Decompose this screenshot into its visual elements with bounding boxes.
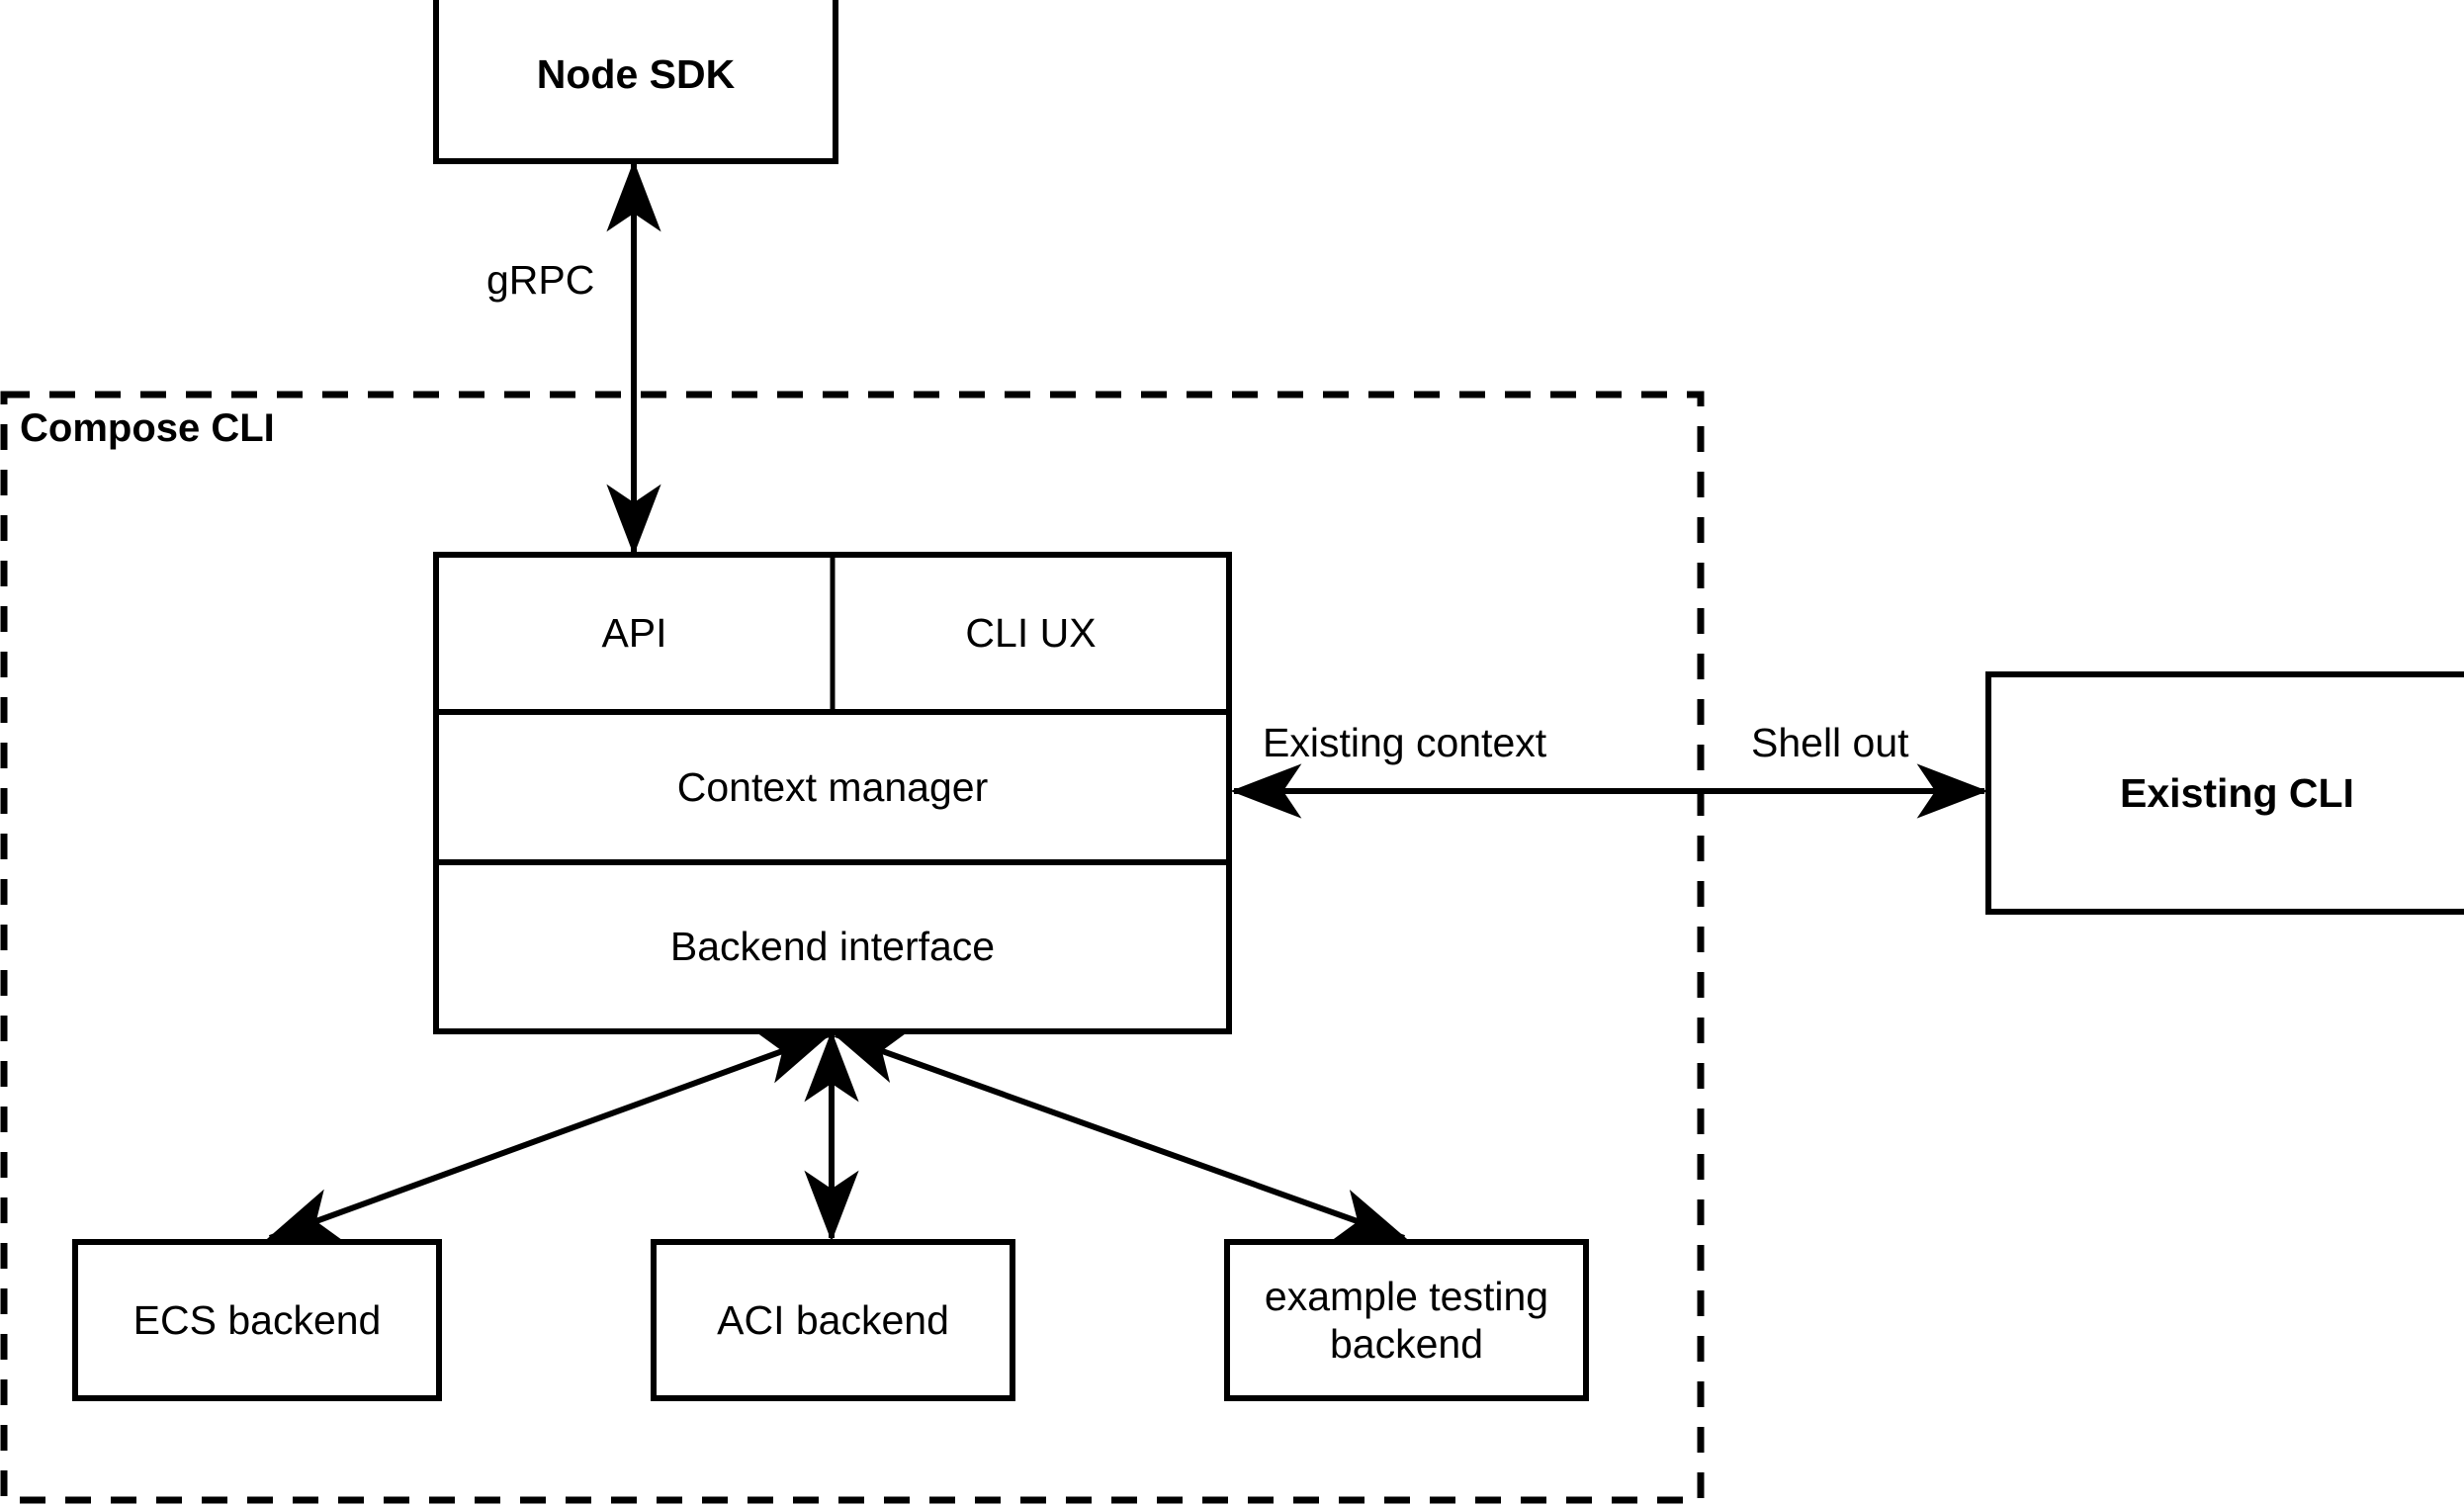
- cli-ux-label: CLI UX: [965, 610, 1097, 657]
- example-testing-backend-node[interactable]: [1227, 1242, 1586, 1398]
- ecs-backend-node[interactable]: [75, 1242, 439, 1398]
- existing-cli-node[interactable]: [1988, 674, 2464, 912]
- backend-to-ecs-arrow: [266, 1031, 833, 1241]
- example-testing-backend-label: example testing backend: [1264, 1273, 1549, 1367]
- shell-out-edge-label: Shell out: [1751, 720, 1909, 765]
- backend-interface-label: Backend interface: [669, 924, 996, 970]
- existing-cli-label: Existing CLI: [2120, 769, 2354, 816]
- ecs-backend-label: ECS backend: [132, 1296, 382, 1343]
- cli-ux-node[interactable]: [833, 555, 1229, 712]
- node-sdk-label: Node SDK: [536, 51, 736, 98]
- grpc-edge-label: gRPC: [486, 257, 595, 303]
- backend-to-example-arrow: [832, 1031, 1408, 1241]
- backend-interface-node[interactable]: [436, 862, 1229, 1031]
- api-node[interactable]: [436, 555, 833, 712]
- context-manager-label: Context manager: [676, 763, 989, 810]
- aci-backend-label: ACI backend: [717, 1296, 949, 1343]
- context-manager-node[interactable]: [436, 712, 1229, 862]
- node-sdk-node[interactable]: [436, 0, 836, 161]
- api-label: API: [601, 610, 667, 657]
- existing-context-edge-label: Existing context: [1263, 720, 1547, 765]
- compose-cli-group-label: Compose CLI: [20, 406, 275, 450]
- aci-backend-node[interactable]: [654, 1242, 1012, 1398]
